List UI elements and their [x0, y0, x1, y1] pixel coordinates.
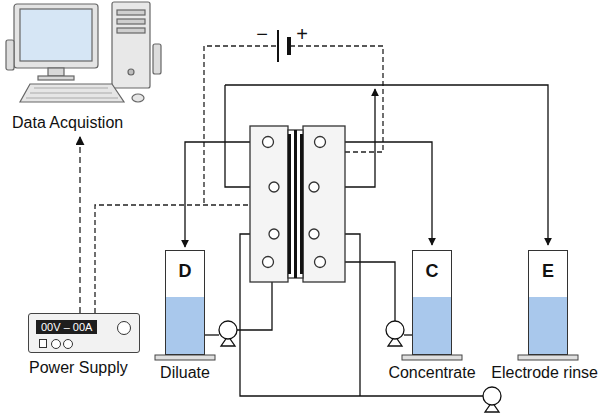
pump-symbol — [219, 321, 237, 339]
ed-cell — [263, 137, 274, 148]
ed-cell — [309, 182, 319, 192]
computer-icon — [117, 19, 145, 24]
computer-icon — [117, 10, 145, 15]
computer-icon — [26, 88, 118, 98]
ed-cell — [250, 126, 288, 282]
battery-symbol — [287, 37, 291, 55]
tank-letter: E — [529, 261, 567, 281]
computer-icon — [128, 69, 134, 75]
control-knob — [51, 339, 61, 349]
ed-cell — [269, 229, 279, 239]
pump-symbol — [483, 387, 501, 405]
computer-icon — [117, 28, 145, 33]
device-label: Power Supply — [29, 358, 128, 378]
electric-wire — [95, 46, 383, 313]
device-label: Data Acquistion — [10, 113, 125, 133]
flow-pipe — [404, 334, 412, 335]
battery-symbol — [277, 30, 279, 62]
tank-label: Concentrate — [388, 363, 475, 383]
polarity-sign: + — [296, 23, 308, 45]
signal-arrow — [79, 137, 80, 313]
reservoir-tank: CConcentrate — [412, 250, 452, 355]
reservoir-tank: DDiluate — [165, 250, 205, 355]
ed-cell — [315, 257, 326, 268]
ed-cell — [250, 126, 345, 282]
flow-pipe — [185, 85, 548, 396]
tank-letter: C — [413, 261, 451, 281]
computer-icon — [20, 84, 124, 102]
control-knob — [63, 339, 73, 349]
control-knob — [117, 321, 131, 335]
ed-cell — [303, 126, 345, 282]
reservoir-tank: EElectrode rinse — [528, 250, 568, 355]
ed-cell — [288, 130, 303, 278]
polarity-sign: − — [256, 23, 268, 45]
computer-icon — [38, 76, 74, 80]
power-supply: 00V – 00APower Supply — [28, 313, 140, 353]
battery-symbol — [278, 30, 289, 62]
computer-icon — [6, 2, 161, 102]
pump-symbol — [386, 321, 404, 339]
tank-label: Electrode rinse — [491, 363, 598, 383]
ed-cell — [294, 130, 297, 278]
flow-pipe — [205, 334, 219, 335]
ed-cell — [300, 134, 303, 274]
tank-base — [402, 355, 462, 360]
tank-letter: D — [166, 261, 204, 281]
computer-icon — [112, 2, 150, 88]
computer-icon — [6, 40, 14, 70]
pump-symbol — [219, 321, 501, 412]
tank-base — [518, 355, 578, 360]
display-readout: 00V – 00A — [36, 320, 97, 334]
tank-base — [155, 355, 578, 360]
ed-cell — [315, 137, 326, 148]
computer-icon — [20, 9, 92, 61]
tank-base — [155, 355, 215, 360]
tank-label: Diluate — [160, 363, 210, 383]
ed-cell — [309, 229, 319, 239]
ed-cell — [269, 182, 279, 192]
switch-button — [39, 339, 47, 348]
computer-icon — [48, 68, 64, 76]
computer-icon — [132, 94, 144, 102]
computer-icon — [153, 44, 161, 74]
ed-cell — [263, 257, 274, 268]
computer-node: Data Acquistion — [8, 113, 127, 133]
computer-icon — [14, 4, 98, 68]
ed-cell — [288, 134, 291, 274]
